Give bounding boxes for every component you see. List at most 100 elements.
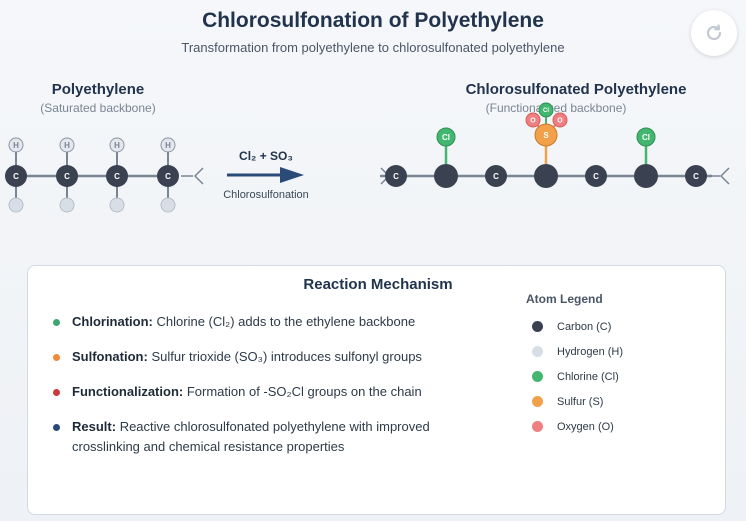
oxygen-swatch-icon [532,421,543,432]
hydrogen-swatch-icon [532,346,543,357]
sulfur-atom: S [534,123,558,147]
hydrogen-atom-circle [109,197,125,213]
carbon-swatch-icon [532,321,543,332]
hydrogen-atom-circle [59,197,75,213]
hydrogen-atom [160,197,176,213]
hydrogen-atom: H [8,137,24,153]
legend-label: Chlorine (Cl) [557,370,619,383]
legend-item-chlorine: Chlorine (Cl) [526,364,706,389]
chain-end-bracket [719,167,730,185]
hydrogen-atom-label: H [64,141,70,150]
carbon-atom-label: C [693,172,699,181]
atom-legend: Atom Legend Carbon (C) Hydrogen (H) Chlo… [526,292,706,439]
carbon-atom-label: C [114,172,120,181]
mechanism-item-sulfonation: Sulfonation: Sulfur trioxide (SO₃) intro… [52,347,492,367]
mechanism-item-chlorination: Chlorination: Chlorine (Cl₂) adds to the… [52,312,492,332]
carbon-atom-circle [485,165,507,187]
mechanism-term: Functionalization: [72,384,184,399]
chlorine-atom-circle [636,127,656,147]
mechanism-term: Sulfonation: [72,349,148,364]
mechanism-title: Reaction Mechanism [303,276,453,293]
mechanism-text: Chlorine (Cl₂) adds to the ethylene back… [156,314,416,329]
chlorine-atom: Cl [538,102,554,118]
reaction-process: Chlorosulfonation [223,189,309,201]
carbon-atom: C [585,165,607,187]
carbon-atom: C [5,165,27,187]
carbon-atom-circle [634,164,658,188]
chlorine-atom-label: Cl [442,133,450,142]
legend-item-oxygen: Oxygen (O) [526,414,706,439]
mechanism-item-result: Result: Reactive chlorosulfonated polyet… [52,417,492,457]
oxygen-atom-label: O [530,117,536,124]
carbon-atom-circle [5,165,27,187]
carbon-atom-circle [434,164,458,188]
mechanism-term: Chlorination: [72,314,153,329]
product-name: Chlorosulfonated Polyethylene [465,81,687,98]
carbon-atom-label: C [593,172,599,181]
product-description: (Functionalized backbone) [485,101,627,115]
sulfur-swatch-icon [532,396,543,407]
hydrogen-atom [59,197,75,213]
legend-item-sulfur: Sulfur (S) [526,389,706,414]
chlorine-atom-label: Cl [642,133,650,142]
oxygen-atom-circle [552,112,568,128]
refresh-icon [706,24,722,41]
carbon-atom: C [157,165,179,187]
chlorine-atom: Cl [436,127,456,147]
legend-title: Atom Legend [526,292,603,306]
chlorine-swatch-icon [532,371,543,382]
reactant-name: Polyethylene [51,81,145,98]
carbon-atom-label: C [393,172,399,181]
mechanism-text: Reactive chlorosulfonated polyethylene w… [72,419,430,454]
mechanism-item-functionalization: Functionalization: Formation of -SO₂Cl g… [52,382,492,402]
page-title: Chlorosulfonation of Polyethylene [202,9,544,32]
sulfur-atom-circle [534,123,558,147]
carbon-atom: C [385,165,407,187]
legend-item-hydrogen: Hydrogen (H) [526,339,706,364]
oxygen-atom: O [552,112,568,128]
carbon-atom [634,164,658,188]
hydrogen-atom [8,197,24,213]
hydrogen-atom-label: H [165,141,171,150]
hydrogen-atom-circle [59,137,75,153]
reaction-arrow [227,167,304,183]
hydrogen-atom: H [59,137,75,153]
carbon-atom [534,164,558,188]
carbon-atom-circle [56,165,78,187]
carbon-atom: C [56,165,78,187]
carbon-atom-label: C [165,172,171,181]
chlorine-atom-circle [436,127,456,147]
hydrogen-atom-circle [160,137,176,153]
legend-label: Oxygen (O) [557,420,614,433]
chlorine-atom-circle [538,102,554,118]
mechanism-list: Chlorination: Chlorine (Cl₂) adds to the… [52,312,492,472]
carbon-atom: C [485,165,507,187]
legend-label: Hydrogen (H) [557,345,624,358]
mechanism-text: Formation of -SO₂Cl groups on the chain [186,384,422,399]
carbon-atom: C [685,165,707,187]
mechanism-text: Sulfur trioxide (SO₃) introduces sulfony… [151,349,422,364]
chlorine-atom-label: Cl [543,108,549,114]
refresh-button[interactable] [691,10,737,56]
chlorine-atom: Cl [636,127,656,147]
carbon-atom-circle [385,165,407,187]
page-subtitle: Transformation from polyethylene to chlo… [181,40,565,55]
legend-label: Carbon (C) [557,320,612,333]
carbon-atom-label: C [493,172,499,181]
carbon-atom-label: C [13,172,19,181]
reactant-description: (Saturated backbone) [40,101,156,115]
oxygen-atom-circle [525,112,541,128]
oxygen-atom-label: O [557,117,563,124]
bullet-icon [53,354,60,361]
oxygen-atom: O [525,112,541,128]
hydrogen-atom-circle [109,137,125,153]
hydrogen-atom-circle [8,137,24,153]
chain-end-bracket [193,167,204,185]
legend-item-carbon: Carbon (C) [526,314,706,339]
carbon-atom-circle [685,165,707,187]
bullet-icon [53,319,60,326]
carbon-atom-circle [585,165,607,187]
hydrogen-atom: H [109,137,125,153]
hydrogen-atom-label: H [13,141,19,150]
hydrogen-atom [109,197,125,213]
